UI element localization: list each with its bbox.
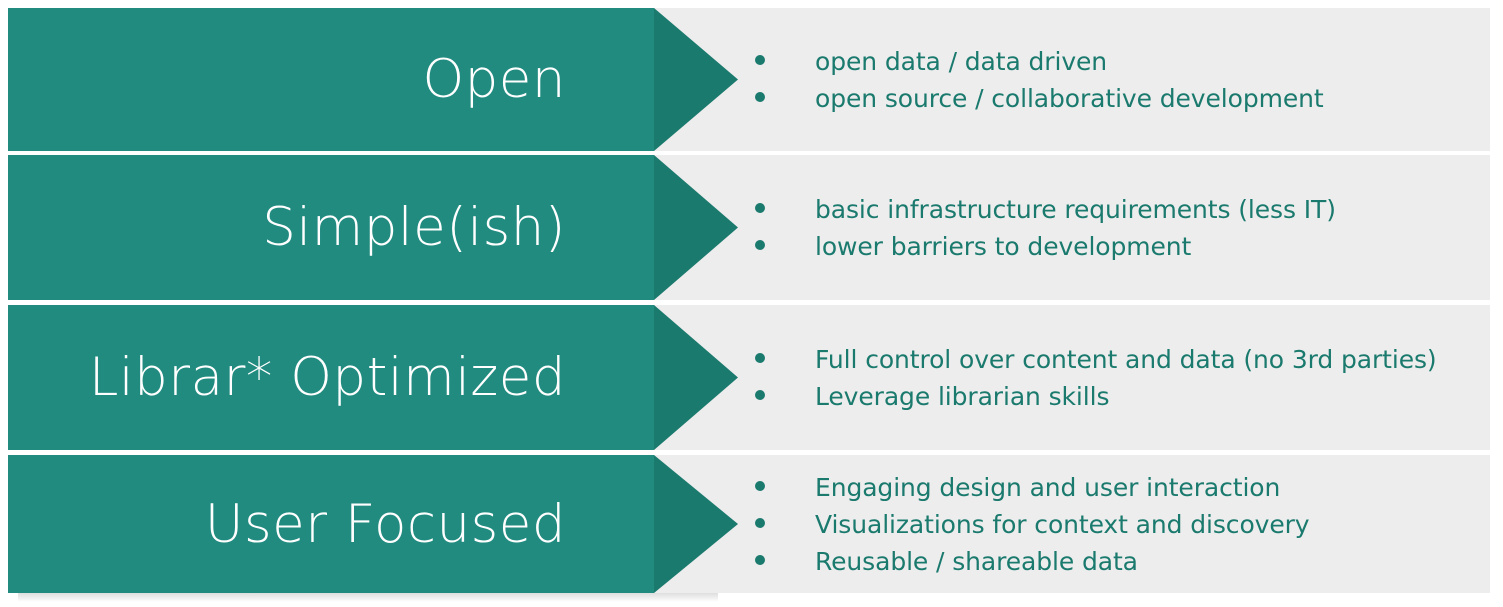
bullet-dot-icon	[755, 202, 765, 213]
bullet-item: open source / collaborative development	[755, 80, 1324, 117]
chevron-body	[8, 455, 654, 593]
bullet-text: Visualizations for context and discovery	[815, 509, 1310, 539]
bullet-list: basic infrastructure requirements (less …	[755, 155, 1336, 300]
bullet-list: Full control over content and data (no 3…	[755, 305, 1437, 450]
bullet-item: Full control over content and data (no 3…	[755, 341, 1437, 378]
bullet-item: Engaging design and user interaction	[755, 469, 1310, 506]
bullet-item: open data / data driven	[755, 43, 1324, 80]
bullet-text: basic infrastructure requirements (less …	[815, 194, 1336, 224]
bullet-dot-icon	[755, 517, 765, 528]
chevron-shape	[8, 305, 738, 450]
bullet-dot-icon	[755, 480, 765, 491]
bullet-dot-icon	[755, 91, 765, 102]
chevron-body	[8, 305, 654, 450]
bullet-text: Full control over content and data (no 3…	[815, 344, 1437, 374]
bullet-text: open data / data driven	[815, 46, 1108, 76]
bullet-item: Visualizations for context and discovery	[755, 506, 1310, 543]
bullet-dot-icon	[755, 352, 765, 363]
bullet-text: lower barriers to development	[815, 231, 1192, 261]
bullet-item: basic infrastructure requirements (less …	[755, 191, 1336, 228]
bullet-text: Leverage librarian skills	[815, 381, 1110, 411]
chevron-body	[8, 8, 654, 151]
bullet-dot-icon	[755, 554, 765, 565]
bullet-item: lower barriers to development	[755, 228, 1336, 265]
bullet-dot-icon	[755, 54, 765, 65]
chevron-arrow-head	[654, 305, 738, 450]
chevron-shape	[8, 8, 738, 151]
bullet-text: Reusable / shareable data	[815, 546, 1138, 576]
bullet-item: Reusable / shareable data	[755, 543, 1310, 580]
bullet-text: open source / collaborative development	[815, 83, 1324, 113]
bottom-shadow	[18, 593, 718, 602]
chevron-arrow-head	[654, 8, 738, 151]
chevron-arrow-head	[654, 455, 738, 593]
bullet-list: open data / data driven open source / col…	[755, 8, 1324, 151]
bullet-text: Engaging design and user interaction	[815, 472, 1281, 502]
bullet-item: Leverage librarian skills	[755, 378, 1437, 415]
chevron-arrow-head	[654, 155, 738, 300]
chevron-shape	[8, 455, 738, 593]
chevron-shape	[8, 155, 738, 300]
chevron-body	[8, 155, 654, 300]
chevron-row: Simple(ish)basic infrastructure requirem…	[0, 155, 1503, 300]
bullet-dot-icon	[755, 389, 765, 400]
bullet-dot-icon	[755, 239, 765, 250]
